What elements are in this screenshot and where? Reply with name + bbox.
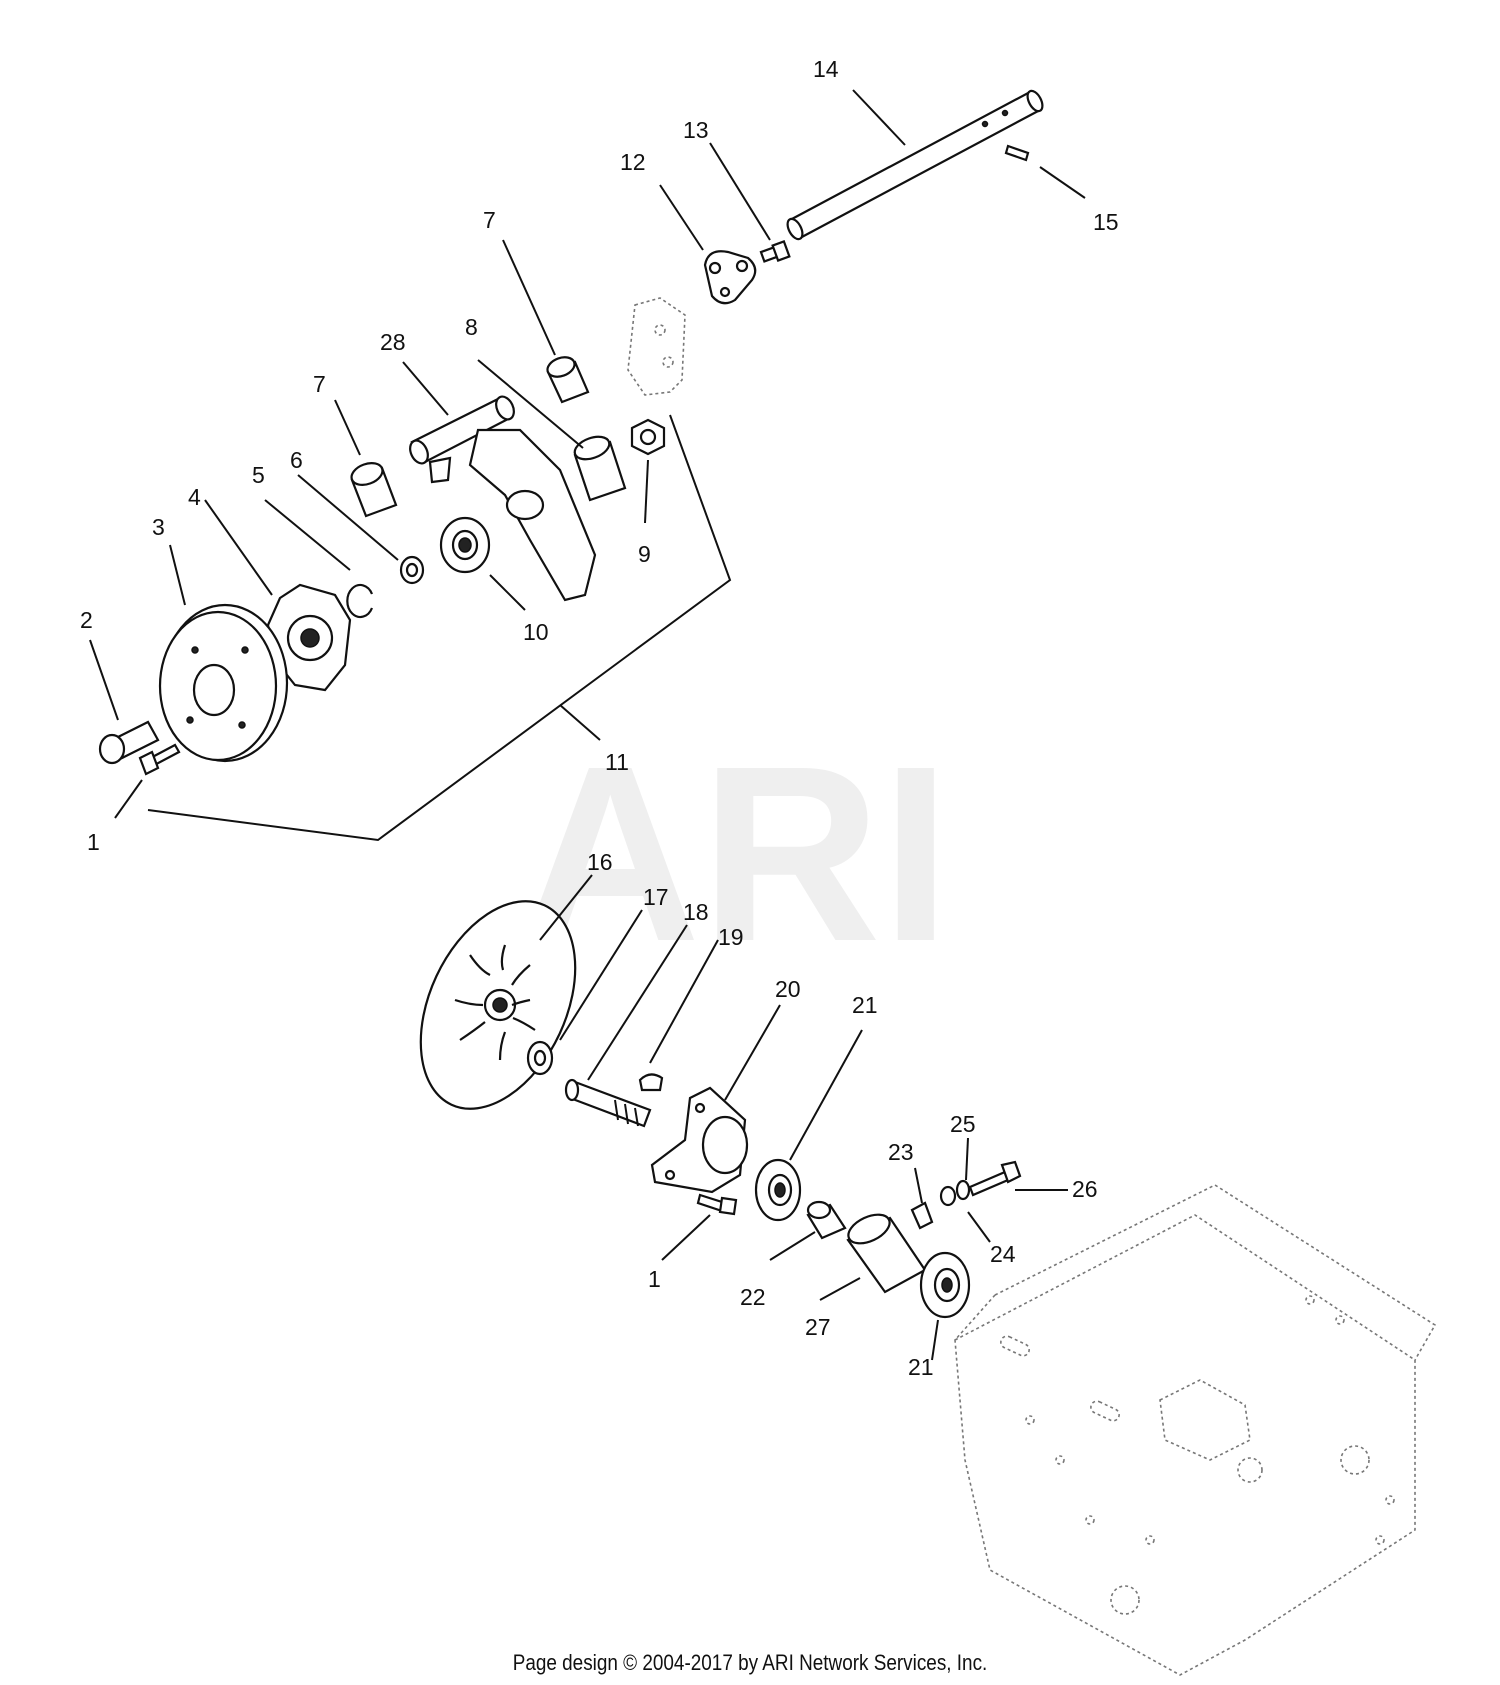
callout-8: 8 [465,314,478,340]
callout-21-upper: 21 [852,992,878,1018]
part-1-bolt-upper [138,743,181,776]
part-23-bushing [910,1201,934,1230]
callout-24: 24 [990,1241,1016,1267]
callout-22: 22 [740,1284,766,1310]
leader-lines [89,89,1086,1361]
part-18-shaft [564,1078,652,1128]
part-2-shoulder-bolt [98,720,160,765]
callout-1-lower: 1 [648,1266,661,1292]
callout-4: 4 [188,484,201,510]
callout-14: 14 [813,56,839,82]
part-20-housing [650,1086,749,1194]
callout-17: 17 [643,884,669,910]
part-13-bolt [759,240,791,263]
auger-housing-ghost [954,1184,1437,1676]
callout-9: 9 [638,541,651,567]
part-9-nut [630,418,666,456]
callout-2: 2 [80,607,93,633]
callout-19: 19 [718,924,744,950]
part-21-bearing-upper [754,1158,802,1222]
part-27-spacer [846,1213,927,1294]
part-22-bushing [806,1200,847,1240]
callout-18: 18 [683,899,709,925]
callout-15: 15 [1093,209,1119,235]
callouts: 1 2 3 4 5 6 7 7 8 9 10 11 12 13 14 15 16… [80,56,1119,1380]
part-12-plate [703,250,757,305]
callout-10: 10 [523,619,549,645]
callout-28: 28 [380,329,406,355]
callout-25: 25 [950,1111,976,1137]
part-8-bushing [573,435,627,502]
callout-23: 23 [888,1139,914,1165]
callout-11: 11 [605,749,629,775]
copyright-footer: Page design © 2004-2017 by ARI Network S… [512,1650,988,1675]
part-28-arm [409,395,597,602]
callout-7-lower: 7 [313,371,326,397]
part-10-bearing [439,516,491,574]
callout-12: 12 [620,149,646,175]
part-21-bearing-lower [919,1251,971,1319]
callout-5: 5 [252,462,265,488]
watermark-text: ARI [520,714,951,993]
part-14-shaft [786,89,1044,241]
part-25-lockwasher [955,1179,971,1201]
part-7-bushing-lower [350,462,398,518]
callout-3: 3 [152,514,165,540]
part-26-bolt [968,1160,1022,1197]
part-3-pulley [158,603,289,763]
ghost-bracket [627,297,686,396]
callout-16: 16 [587,849,613,875]
part-19-key [638,1073,664,1092]
callout-20: 20 [775,976,801,1002]
callout-21-lower: 21 [908,1354,934,1380]
part-7-bushing-upper [546,356,590,404]
callout-7-upper: 7 [483,207,496,233]
part-17-washer [526,1040,554,1076]
part-5-snap-ring [346,583,374,619]
callout-6: 6 [290,447,303,473]
part-15-pin [1004,144,1030,162]
callout-26: 26 [1072,1176,1098,1202]
callout-13: 13 [683,117,709,143]
callout-27: 27 [805,1314,831,1340]
part-6-washer [399,555,425,585]
part-24-washer [939,1185,957,1207]
callout-1-upper: 1 [87,829,100,855]
part-1-bolt-lower [696,1193,738,1216]
